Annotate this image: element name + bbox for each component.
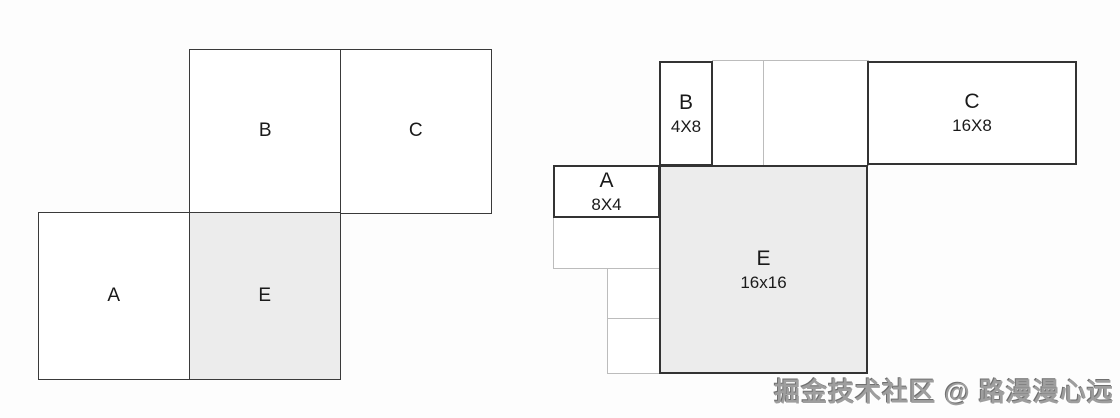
- right-block-e: E 16x16: [659, 165, 868, 374]
- left-block-c: C: [340, 49, 492, 214]
- left-block-c-label: C: [408, 120, 424, 142]
- right-block-a-label: A: [599, 168, 614, 192]
- right-block-b-size: 4X8: [670, 116, 702, 136]
- right-free-cell-under-a: [553, 217, 660, 269]
- right-free-cell-top-small: [712, 60, 764, 166]
- right-block-a-size: 8X4: [591, 194, 622, 214]
- right-free-cell-left-mid: [607, 268, 660, 319]
- left-block-a-label: A: [107, 284, 121, 306]
- left-block-e-label: E: [258, 284, 272, 306]
- right-block-c: C 16X8: [867, 61, 1077, 165]
- right-block-c-label: C: [964, 90, 980, 114]
- left-block-b: B: [189, 49, 342, 214]
- left-block-a: A: [38, 212, 190, 380]
- right-free-cell-top-wide: [763, 60, 869, 166]
- right-block-b: B 4X8: [659, 61, 713, 166]
- right-block-c-size: 16X8: [952, 116, 992, 136]
- left-block-e: E: [189, 212, 341, 380]
- left-block-b-label: B: [258, 120, 273, 142]
- right-block-e-size: 16x16: [740, 272, 787, 292]
- right-block-b-label: B: [678, 90, 693, 114]
- watermark-text: 掘金技术社区 @ 路漫漫心远: [774, 377, 1114, 407]
- right-block-a: A 8X4: [553, 165, 660, 218]
- right-free-cell-left-bottom: [607, 318, 660, 374]
- right-block-e-label: E: [756, 246, 771, 270]
